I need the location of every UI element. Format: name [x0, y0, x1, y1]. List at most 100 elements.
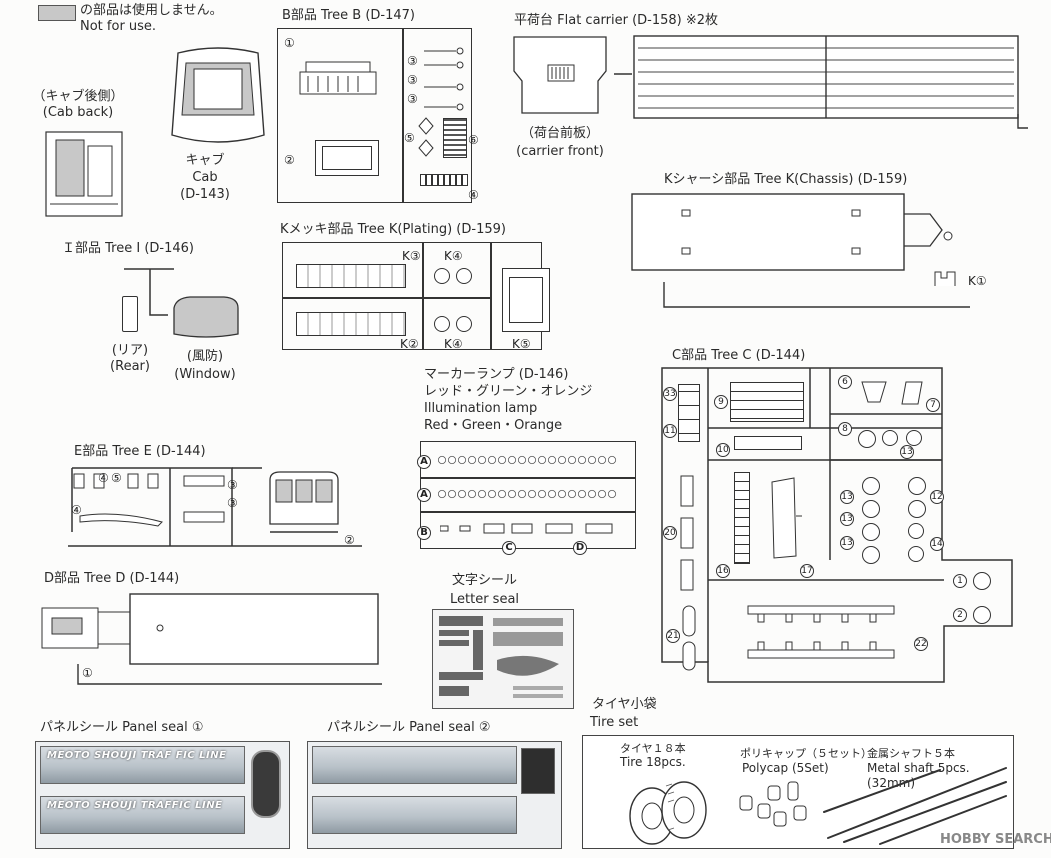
- k-chassis-k1-label: K①: [968, 274, 987, 288]
- c-num-22: 22: [914, 637, 928, 651]
- marker-lamp-en1: Illumination lamp: [424, 401, 538, 416]
- c-num-8: 8: [838, 422, 852, 436]
- lamp-label-c: C: [502, 541, 516, 555]
- c-num-21: 21: [666, 629, 680, 643]
- k-part-3: [296, 264, 406, 288]
- b-part-6: [443, 118, 467, 158]
- lamp-row-a2: [438, 489, 618, 499]
- panel-seal-1: MEOTO SHOUJI TRAF FIC LINE MEOTO SHOUJI …: [35, 741, 290, 849]
- k-num-4a: K④: [444, 249, 463, 263]
- lamp-label-a1: A: [417, 455, 431, 469]
- b-num-4: ④: [468, 188, 479, 202]
- tree-i-sprue: [120, 265, 180, 320]
- k-chassis-k1-part: [933, 268, 963, 288]
- rear-en: (Rear): [110, 359, 150, 374]
- c-part-10: [734, 436, 802, 450]
- polycap-en: Polycap (5Set): [742, 761, 829, 775]
- c-num-1: 1: [953, 574, 967, 588]
- lamp-label-b: B: [417, 526, 431, 540]
- flat-carrier-title: 平荷台 Flat carrier (D-158) ※2枚: [514, 13, 719, 28]
- window-en: (Window): [174, 367, 236, 382]
- e-num-5: ⑤: [111, 471, 122, 485]
- polycap-jp: ポリキャップ（５セット）: [740, 747, 872, 760]
- tree-e-sprue: [66, 462, 366, 552]
- c-part-20-group: [680, 474, 694, 592]
- b-num-3c: ③: [407, 92, 418, 106]
- legend-jp: の部品は使用しません。: [80, 3, 223, 18]
- c-part-9: [730, 382, 804, 422]
- c-num-13c: 13: [840, 536, 854, 550]
- c-num-6: 6: [838, 375, 852, 389]
- b-num-6: ⑥: [468, 133, 479, 147]
- b-num-3a: ③: [407, 54, 418, 68]
- panel-seal-1-strip-bottom: MEOTO SHOUJI TRAFFIC LINE: [40, 796, 245, 834]
- tree-e-title: E部品 Tree E (D-144): [74, 444, 206, 459]
- cab-code: (D-143): [180, 187, 230, 202]
- c-part-33: [678, 384, 700, 442]
- cab-back-part: [44, 128, 124, 220]
- panel-seal-2-title: パネルシール Panel seal ②: [327, 720, 491, 735]
- b-num-5: ⑤: [404, 131, 415, 145]
- letter-seal-jp: 文字シール: [452, 573, 518, 588]
- shaft-en: Metal shaft 5pcs.: [867, 761, 970, 775]
- lamp-label-a2: A: [417, 488, 431, 502]
- tree-b-sprue: [277, 28, 472, 203]
- carrier-front-jp: （荷台前板）: [520, 126, 599, 141]
- shaft-jp: 金属シャフト５本: [867, 747, 955, 760]
- tire-icon: [614, 770, 724, 848]
- rear-part: [122, 296, 138, 332]
- k-num-3: K③: [402, 249, 421, 263]
- tire-set-en: Tire set: [590, 715, 639, 730]
- c-num-13b: 13: [840, 490, 854, 504]
- b-num-3b: ③: [407, 73, 418, 87]
- tree-d-title: D部品 Tree D (D-144): [44, 571, 180, 586]
- d-num-1: ①: [82, 666, 93, 680]
- c-num-10: 10: [716, 443, 730, 457]
- rear-jp: (リア): [111, 343, 149, 358]
- e-num-4a: ④: [98, 471, 109, 485]
- legend-en: Not for use.: [80, 19, 157, 34]
- c-num-9: 9: [714, 395, 728, 409]
- b-num-2: ②: [284, 153, 295, 167]
- cab-back-jp: （キャブ後側）: [32, 89, 124, 104]
- marker-lamp-en2: Red・Green・Orange: [424, 418, 563, 433]
- cab-en: Cab: [192, 170, 218, 185]
- c-num-16: 16: [716, 564, 730, 578]
- marker-lamp-jp1: マーカーランプ (D-146): [424, 367, 569, 382]
- b-num-1: ①: [284, 36, 295, 50]
- panel-seal-2: [307, 741, 562, 849]
- k-num-5: K⑤: [512, 337, 531, 351]
- carrier-front-part: [512, 35, 608, 115]
- tree-k-chassis-title: Kシャーシ部品 Tree K(Chassis) (D-159): [664, 172, 908, 187]
- polycap-icon: [734, 778, 814, 834]
- unused-swatch: [38, 5, 76, 21]
- tree-c-title: C部品 Tree C (D-144): [672, 348, 806, 363]
- lamp-row-a1: [438, 455, 618, 465]
- carrier-front-en: (carrier front): [516, 144, 604, 159]
- window-part: [170, 294, 242, 342]
- c-part-21-group: [682, 604, 696, 672]
- tree-i-title: Ｉ部品 Tree I (D-146): [62, 241, 194, 256]
- panel-seal-1-strip-top: MEOTO SHOUJI TRAF FIC LINE: [40, 746, 245, 784]
- k-num-4b: K④: [444, 337, 463, 351]
- cab-back-en: (Cab back): [42, 105, 114, 120]
- tire-en: Tire 18pcs.: [620, 755, 686, 769]
- c-num-14: 14: [930, 537, 944, 551]
- e-num-2: ②: [344, 533, 355, 547]
- c-num-12: 12: [930, 490, 944, 504]
- k-part-2: [296, 312, 406, 336]
- marker-lamp-jp2: レッド・グリーン・オレンジ: [424, 384, 593, 399]
- e-num-3a: ③: [227, 478, 238, 492]
- b-part-5: [416, 116, 436, 160]
- e-num-4b: ④: [71, 503, 82, 517]
- tree-b-title: B部品 Tree B (D-147): [282, 8, 415, 23]
- watermark: HOBBY SEARCH: [940, 832, 1051, 847]
- b-part-4: [420, 174, 468, 186]
- panel-seal-2-strip-top: [312, 746, 517, 784]
- tire-jp: タイヤ１８本: [620, 742, 686, 755]
- c-part-22: [746, 600, 896, 670]
- b-part-2: [315, 140, 379, 176]
- c-num-2: 2: [953, 608, 967, 622]
- c-part-7: [900, 380, 924, 406]
- cab-part: [168, 45, 268, 150]
